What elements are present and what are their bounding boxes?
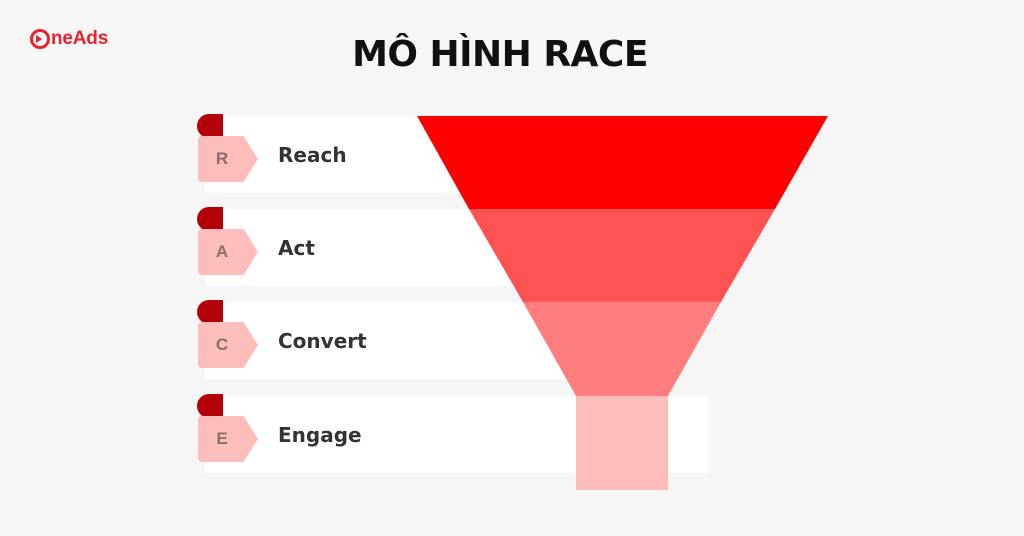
stage-tab: A [198,229,258,275]
stage-label: Reach [278,143,347,167]
stage-label: Convert [278,329,367,353]
stage-label: Act [278,236,315,260]
stage-tab: E [198,416,258,462]
tab-accent [197,300,223,324]
tab-accent [197,114,223,138]
funnel-segment-act [469,209,775,302]
stage-row-convert: C Convert [197,300,600,379]
stage-tab: R [198,136,258,182]
funnel-segment-engage [576,396,668,490]
stage-letter: A [215,242,229,261]
stage-letter: R [215,149,229,168]
play-circle-icon [30,29,50,49]
tab-accent [197,394,223,418]
tab-accent [197,207,223,231]
stage-letter: E [216,429,228,448]
brand-logo: neAds [30,28,108,50]
stage-tab: C [198,322,258,368]
stage-letter: C [215,335,229,354]
funnel-segment-convert [523,302,721,396]
logo-text: neAds [51,28,109,49]
page-title: MÔ HÌNH RACE [352,34,648,75]
funnel-segment-reach [417,116,828,209]
stage-label: Engage [278,423,362,447]
